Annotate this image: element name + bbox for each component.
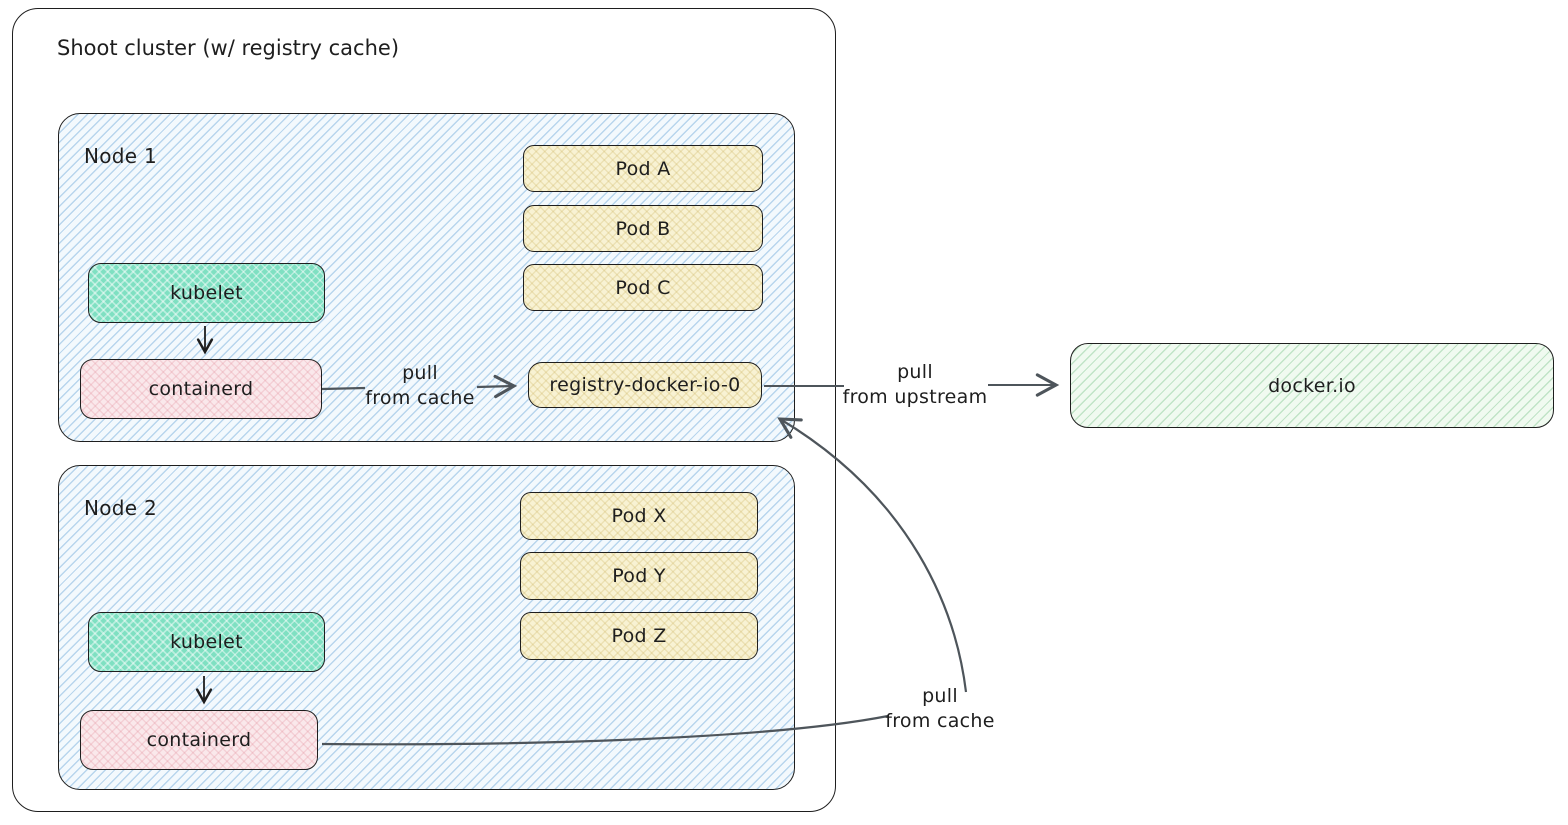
node2-pod-z-box: Pod Z <box>520 612 758 660</box>
node1-pod-b-label: Pod B <box>615 217 671 240</box>
node2-containerd-box: containerd <box>80 710 318 770</box>
node2-pod-y-label: Pod Y <box>612 565 666 587</box>
node2-kubelet-label: kubelet <box>170 631 243 653</box>
node1-pod-a-label: Pod A <box>615 157 671 180</box>
dockerio-label: docker.io <box>1268 374 1356 397</box>
registry-cache-box: registry-docker-io-0 <box>528 362 762 408</box>
node1-pod-c-box: Pod C <box>523 264 763 311</box>
node1-pod-a-box: Pod A <box>523 145 763 192</box>
node1-pod-b-box: Pod B <box>523 205 763 252</box>
dockerio-box: docker.io <box>1070 343 1554 428</box>
shoot-cluster-title: Shoot cluster (w/ registry cache) <box>57 36 400 60</box>
node2-pod-x-box: Pod X <box>520 492 758 540</box>
edge-label-upstream-pull: pull from upstream <box>842 361 988 408</box>
node2-pod-x-label: Pod X <box>611 505 667 527</box>
node2-kubelet-box: kubelet <box>88 612 325 672</box>
node1-kubelet-label: kubelet <box>170 282 243 304</box>
registry-cache-label: registry-docker-io-0 <box>549 374 741 396</box>
edge-label-node2-pull: pull from cache <box>885 685 995 732</box>
node1-containerd-label: containerd <box>148 378 254 400</box>
node1-containerd-box: containerd <box>80 359 322 419</box>
node2-title: Node 2 <box>84 496 158 520</box>
node2-pod-z-label: Pod Z <box>611 625 667 647</box>
node2-pod-y-box: Pod Y <box>520 552 758 600</box>
node2-containerd-label: containerd <box>146 729 252 751</box>
node1-title: Node 1 <box>84 144 158 168</box>
edge-label-node1-pull: pull from cache <box>365 362 475 409</box>
node1-pod-c-label: Pod C <box>615 276 671 299</box>
node1-kubelet-box: kubelet <box>88 263 325 323</box>
